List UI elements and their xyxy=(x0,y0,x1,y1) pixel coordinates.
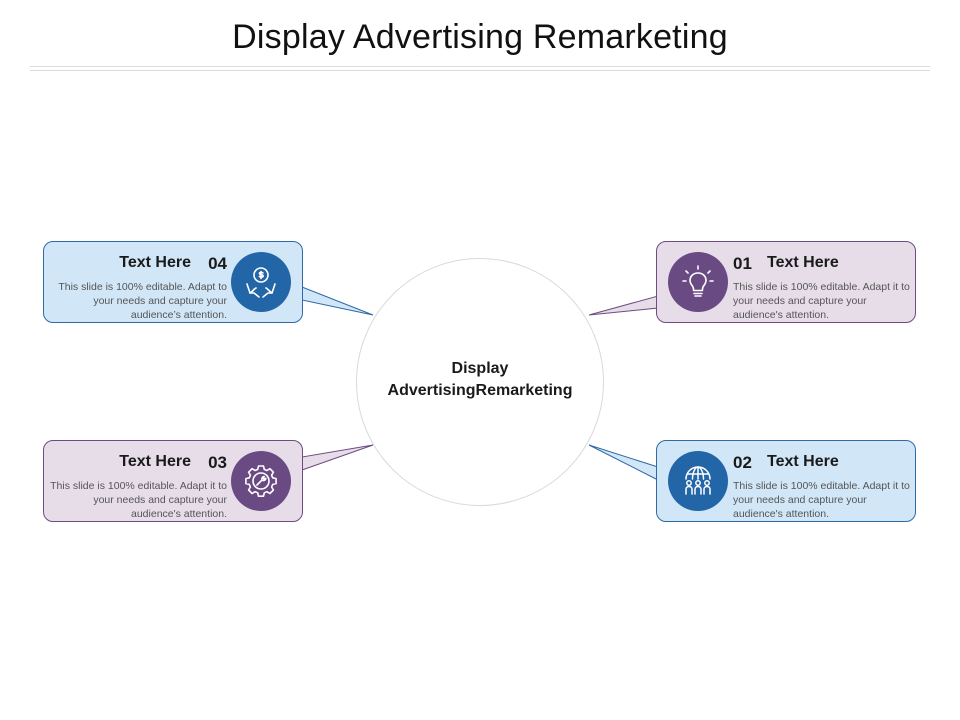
item-number: 04 xyxy=(208,254,227,273)
item-number: 02 xyxy=(733,453,752,472)
item-heading: Text Here xyxy=(767,254,839,271)
lightbulb-icon xyxy=(682,265,714,297)
connector-02 xyxy=(588,444,659,481)
item-card-04: Text Here 04 This slide is 100% editable… xyxy=(43,241,303,323)
center-label-line2: AdvertisingRemarketing xyxy=(387,382,573,399)
gear-wrench-icon xyxy=(245,465,277,497)
icon-badge xyxy=(668,252,728,312)
item-description: This slide is 100% editable. Adapt it to… xyxy=(50,480,227,520)
item-number: 01 xyxy=(733,254,752,273)
connector-01 xyxy=(588,295,659,316)
icon-badge xyxy=(231,252,291,312)
icon-badge xyxy=(231,451,291,511)
center-label: Display AdvertisingRemarketing xyxy=(356,358,604,402)
connector-04 xyxy=(301,286,374,316)
item-description: This slide is 100% editable. Adapt it to… xyxy=(733,281,910,321)
item-description: This slide is 100% editable. Adapt to yo… xyxy=(58,281,227,321)
connector-03 xyxy=(301,444,374,471)
item-number: 03 xyxy=(208,453,227,472)
page-title: Display Advertising Remarketing xyxy=(232,18,728,56)
icon-badge xyxy=(668,451,728,511)
title-divider xyxy=(30,66,930,71)
globe-people-icon xyxy=(685,466,711,495)
item-card-03: Text Here 03 This slide is 100% editable… xyxy=(43,440,303,522)
item-card-02: 02 Text Here This slide is 100% editable… xyxy=(656,440,916,522)
item-description: This slide is 100% editable. Adapt it to… xyxy=(733,480,910,520)
center-label-line1: Display xyxy=(451,360,509,377)
money-hands-icon xyxy=(246,267,276,298)
item-heading: Text Here xyxy=(119,453,191,470)
item-heading: Text Here xyxy=(767,453,839,470)
item-card-01: 01 Text Here This slide is 100% editable… xyxy=(656,241,916,323)
center-circle xyxy=(356,258,604,506)
item-heading: Text Here xyxy=(119,254,191,271)
